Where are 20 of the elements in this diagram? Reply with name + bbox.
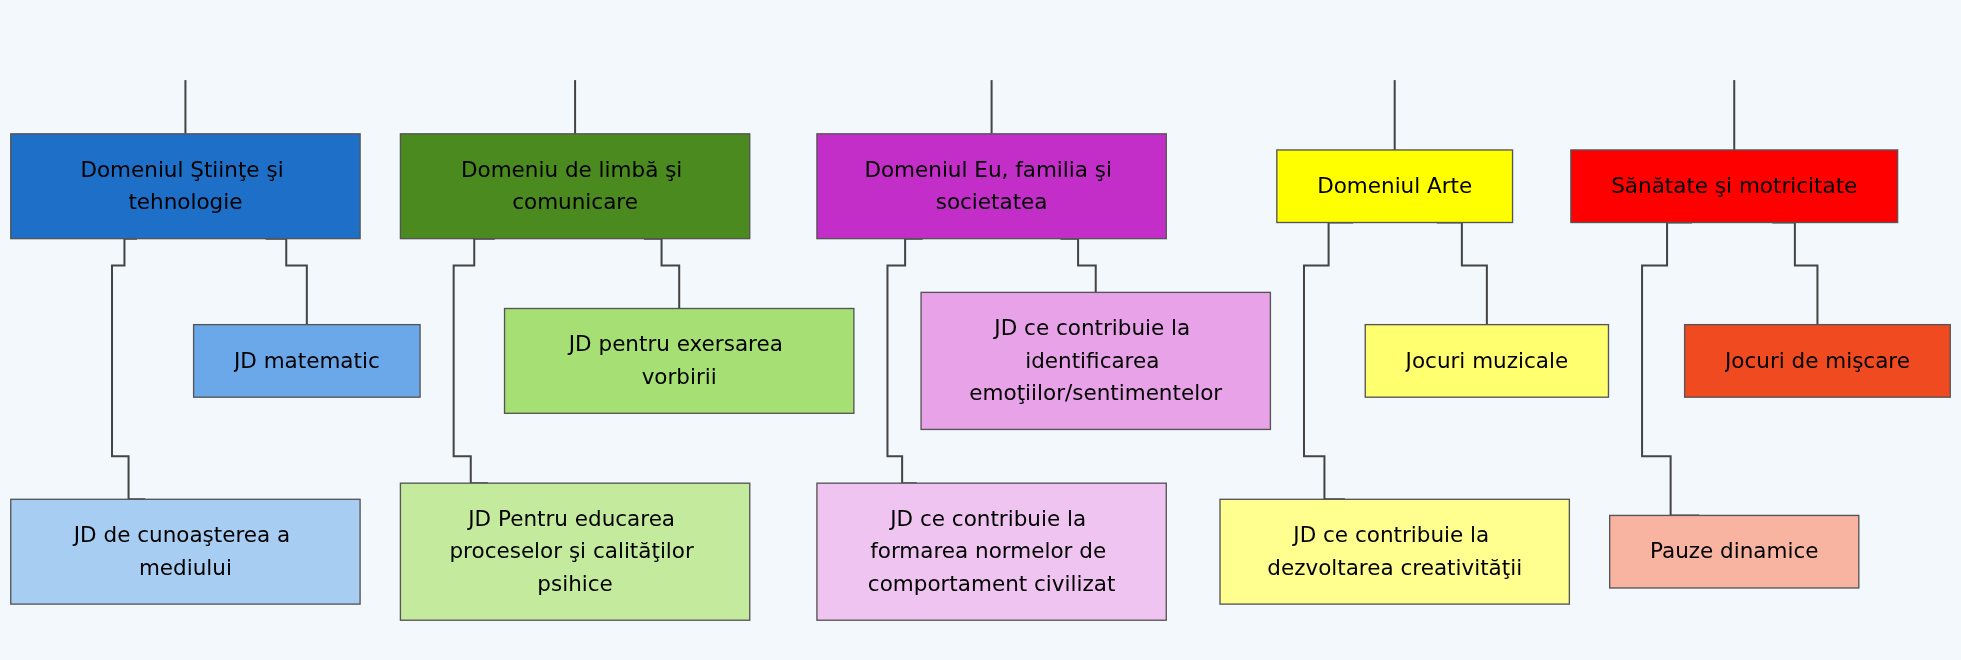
node-box: Domeniul Ştiinţe şi tehnologie [10, 133, 361, 240]
node-box: JD Pentru educarea proceselor şi calităţilor psihice [399, 482, 751, 621]
node-box: JD ce contribuie la formarea normelor de comportament civilizat [816, 482, 1167, 621]
connector [1393, 79, 1396, 151]
node-box: Jocuri de mişcare [1683, 323, 1951, 398]
node-box: Sănătate şi motricitate [1570, 149, 1899, 224]
connector [574, 79, 577, 135]
node-box: Jocuri muzicale [1364, 323, 1610, 398]
node-box: Domeniul Arte [1276, 149, 1514, 224]
node-box: JD matematic [192, 323, 421, 398]
node-box: JD pentru exersarea vorbirii [503, 307, 855, 414]
connector [990, 79, 993, 135]
node-box: JD ce contribuie la identificarea emoţiilor/sentimentelor [920, 291, 1272, 431]
node-box: JD ce contribuie la dezvoltarea creativităţii [1219, 498, 1571, 605]
node-box: Domeniu de limbă şi comunicare [399, 133, 751, 240]
connector [184, 79, 187, 135]
node-box: Pauze dinamice [1609, 514, 1860, 589]
node-box: Domeniul Eu, familia şi societatea [816, 133, 1167, 240]
connector [1733, 79, 1736, 151]
node-box: JD de cunoaşterea a mediului [10, 498, 361, 605]
